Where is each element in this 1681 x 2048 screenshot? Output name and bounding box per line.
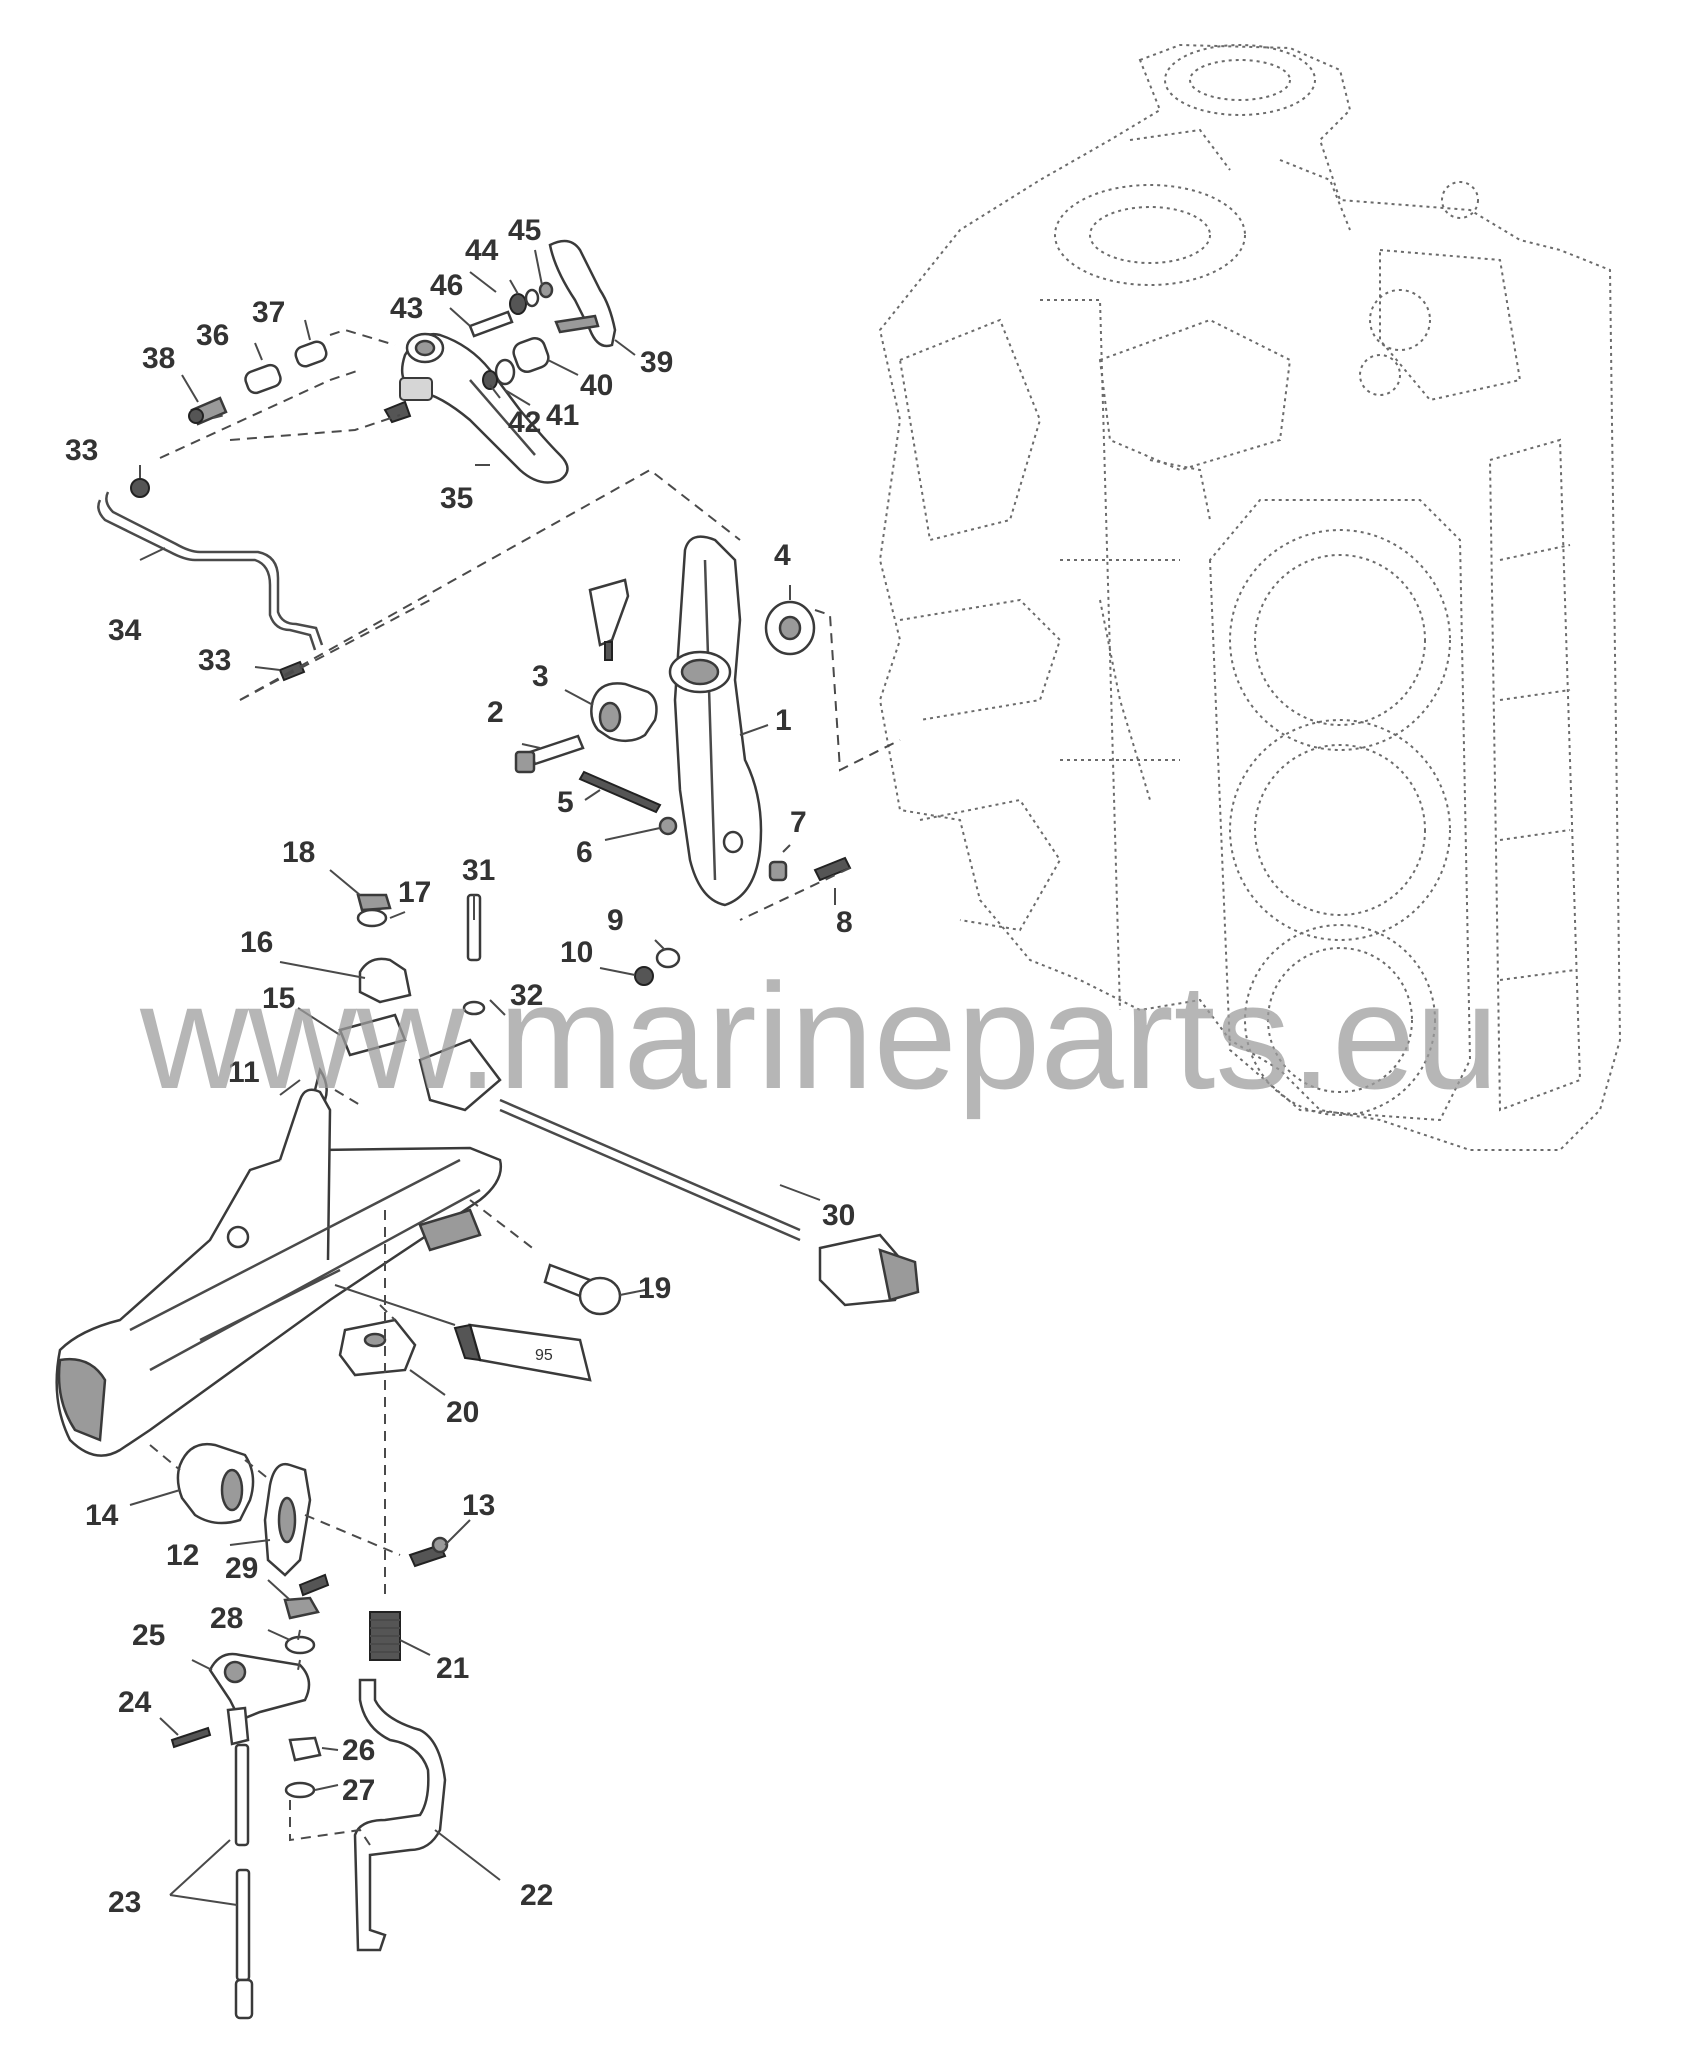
part-label: 22 — [520, 1879, 553, 1912]
part-label: 13 — [462, 1489, 495, 1522]
throttle-cam-assembly — [97, 239, 741, 701]
part-label: 38 — [142, 342, 175, 375]
part-label: 10 — [560, 936, 593, 969]
part-label: 21 — [436, 1652, 469, 1685]
part-label: 25 — [132, 1619, 165, 1652]
part-label: 2 — [487, 696, 504, 729]
watermark-text: www.marineparts.eu — [139, 952, 1499, 1120]
part-label: 9 — [607, 904, 624, 937]
part-label: 20 — [446, 1396, 479, 1429]
part-label: 37 — [252, 296, 285, 329]
part-label: 24 — [118, 1686, 152, 1719]
sealant-tube-label: 95 — [535, 1347, 553, 1364]
part-labels: 1 2 3 4 5 6 7 8 9 10 11 12 13 14 15 16 1… — [65, 214, 855, 1919]
part-label: 18 — [282, 836, 315, 869]
part-label: 32 — [510, 979, 543, 1012]
part-label: 28 — [210, 1602, 243, 1635]
bracket-assembly: 95 — [55, 893, 920, 1457]
part-label: 12 — [166, 1539, 199, 1572]
lower-linkage-assembly — [149, 1210, 449, 2020]
part-label: 4 — [774, 539, 791, 572]
part-label: 14 — [85, 1499, 119, 1532]
part-label: 39 — [640, 346, 673, 379]
part-label: 35 — [440, 482, 473, 515]
part-label: 33 — [198, 644, 231, 677]
part-label: 34 — [108, 614, 142, 647]
part-label: 46 — [430, 269, 463, 302]
part-label: 45 — [508, 214, 541, 247]
lever-arm-assembly — [514, 535, 901, 986]
part-label: 23 — [108, 1886, 141, 1919]
part-label: 1 — [775, 704, 792, 737]
part-label: 27 — [342, 1774, 375, 1807]
part-label: 6 — [576, 836, 593, 869]
part-label: 17 — [398, 876, 431, 909]
part-label: 42 — [508, 406, 541, 439]
part-label: 16 — [240, 926, 273, 959]
part-label: 41 — [546, 399, 579, 432]
part-label: 43 — [390, 292, 423, 325]
part-label: 5 — [557, 786, 574, 819]
part-label: 31 — [462, 854, 495, 887]
part-label: 29 — [225, 1552, 258, 1585]
part-label: 7 — [790, 806, 807, 839]
part-label: 19 — [638, 1272, 671, 1305]
leader-lines — [129, 249, 836, 1906]
part-label: 8 — [836, 906, 853, 939]
engine-block — [878, 43, 1622, 1151]
part-label: 30 — [822, 1199, 855, 1232]
part-label: 36 — [196, 319, 229, 352]
part-label: 11 — [228, 1056, 260, 1089]
part-label: 26 — [342, 1734, 375, 1767]
part-label: 15 — [262, 982, 295, 1015]
part-label: 40 — [580, 369, 613, 402]
part-label: 33 — [65, 434, 98, 467]
part-label: 3 — [532, 660, 549, 693]
part-label: 44 — [465, 234, 499, 267]
